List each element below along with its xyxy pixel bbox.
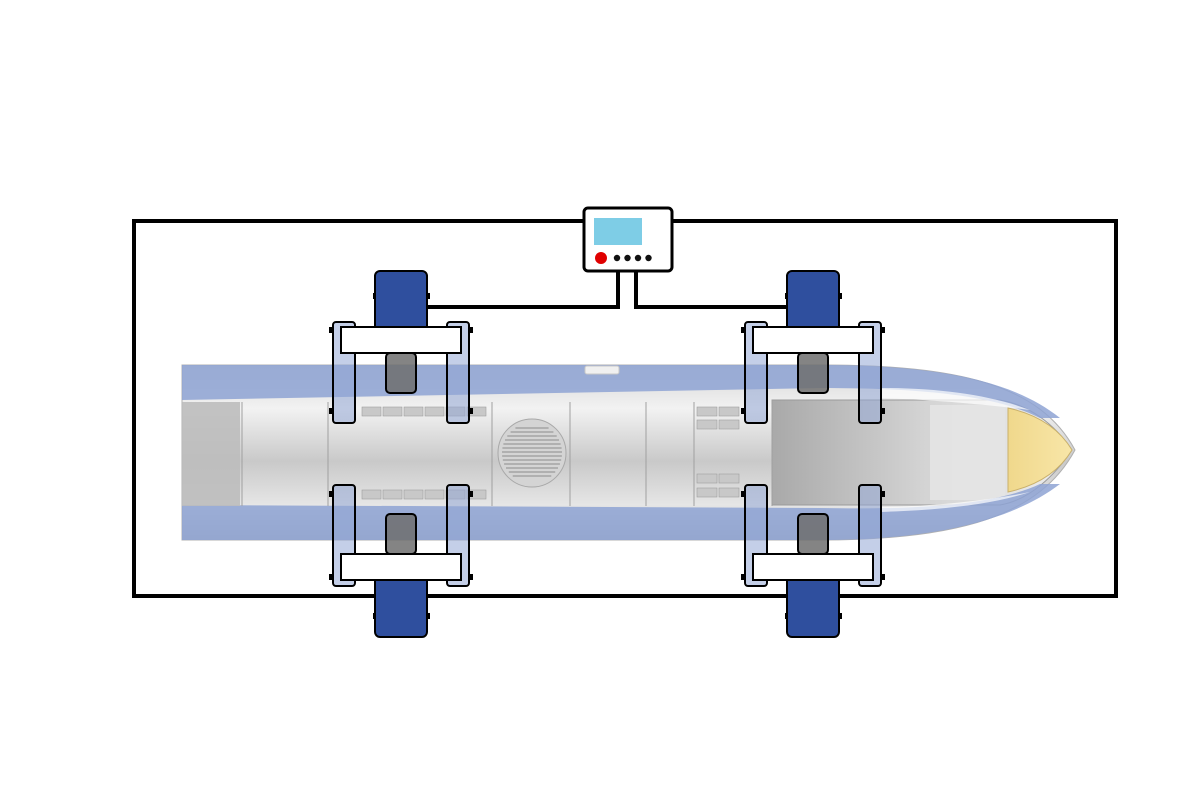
cab-window: [930, 405, 1005, 500]
cable-right: [634, 270, 790, 309]
lift-yokes: [329, 321, 885, 587]
cable-bundle: [425, 270, 790, 309]
roof-grille: [424, 489, 445, 500]
roof-grille: [696, 473, 718, 484]
column-pin: [427, 293, 430, 299]
lift-pad: [385, 352, 417, 394]
console-buttons: [613, 254, 652, 262]
panel-seams: [241, 400, 773, 506]
roof-grille: [424, 406, 445, 417]
control-console-icon[interactable]: [582, 206, 674, 273]
yoke-pin: [741, 491, 746, 497]
column-pin: [839, 613, 842, 619]
console-display: [594, 218, 642, 245]
column-pin: [373, 293, 376, 299]
lift-yoke-front-bottom[interactable]: [741, 484, 885, 587]
roof-grille: [403, 489, 424, 500]
fan-louvres: [502, 427, 562, 477]
railcar-top-view-icon: [181, 364, 1076, 541]
yoke-crossbeam: [340, 326, 462, 354]
lift-pad: [385, 513, 417, 555]
roof-grille: [696, 406, 718, 417]
roof-grille: [361, 489, 382, 500]
yoke-pin: [741, 327, 746, 333]
yoke-pin: [880, 491, 885, 497]
column-pin: [785, 613, 788, 619]
yoke-pin: [741, 574, 746, 580]
console-button-3[interactable]: [634, 254, 642, 262]
yoke-pin: [329, 491, 334, 497]
roof-fan-icon: [497, 418, 567, 488]
lift-yoke-rear-bottom[interactable]: [329, 484, 473, 587]
column-pin: [839, 293, 842, 299]
roof-grille: [696, 487, 718, 498]
yoke-crossbeam: [752, 553, 874, 581]
power-button-icon[interactable]: [595, 252, 607, 264]
yoke-pin: [468, 491, 473, 497]
windshield-highlight-bottom: [880, 492, 1030, 512]
roof-grille: [382, 406, 403, 417]
rear-end-cap: [182, 402, 240, 506]
yoke-pin: [468, 574, 473, 580]
roof-hatch: [584, 365, 620, 375]
yoke-pin: [468, 327, 473, 333]
column-pin: [427, 613, 430, 619]
yoke-pin: [880, 327, 885, 333]
yoke-pin: [741, 408, 746, 414]
roof-grille: [718, 487, 740, 498]
lift-pad: [797, 513, 829, 555]
yoke-pin: [468, 408, 473, 414]
windshield-highlight-top: [880, 388, 1030, 410]
yoke-pin: [329, 327, 334, 333]
console-button-1[interactable]: [613, 254, 621, 262]
yoke-pin: [329, 408, 334, 414]
roof-grille: [718, 419, 740, 430]
column-pin: [373, 613, 376, 619]
roof-grille: [382, 489, 403, 500]
roof-grille: [696, 419, 718, 430]
nose-tip: [1007, 407, 1073, 493]
yoke-pin: [329, 574, 334, 580]
console-button-4[interactable]: [645, 254, 652, 262]
yoke-crossbeam: [340, 553, 462, 581]
lift-yoke-front-top[interactable]: [741, 321, 885, 424]
lift-yoke-rear-top[interactable]: [329, 321, 473, 424]
roof-grille: [361, 406, 382, 417]
roof-grille: [403, 406, 424, 417]
cable-left: [425, 270, 620, 309]
yoke-crossbeam: [752, 326, 874, 354]
yoke-pin: [880, 574, 885, 580]
yoke-pin: [880, 408, 885, 414]
lift-pad: [797, 352, 829, 394]
console-button-2[interactable]: [624, 254, 631, 262]
column-pin: [785, 293, 788, 299]
fan-housing: [497, 418, 567, 488]
roof-grille: [718, 406, 740, 417]
roof-grille: [718, 473, 740, 484]
